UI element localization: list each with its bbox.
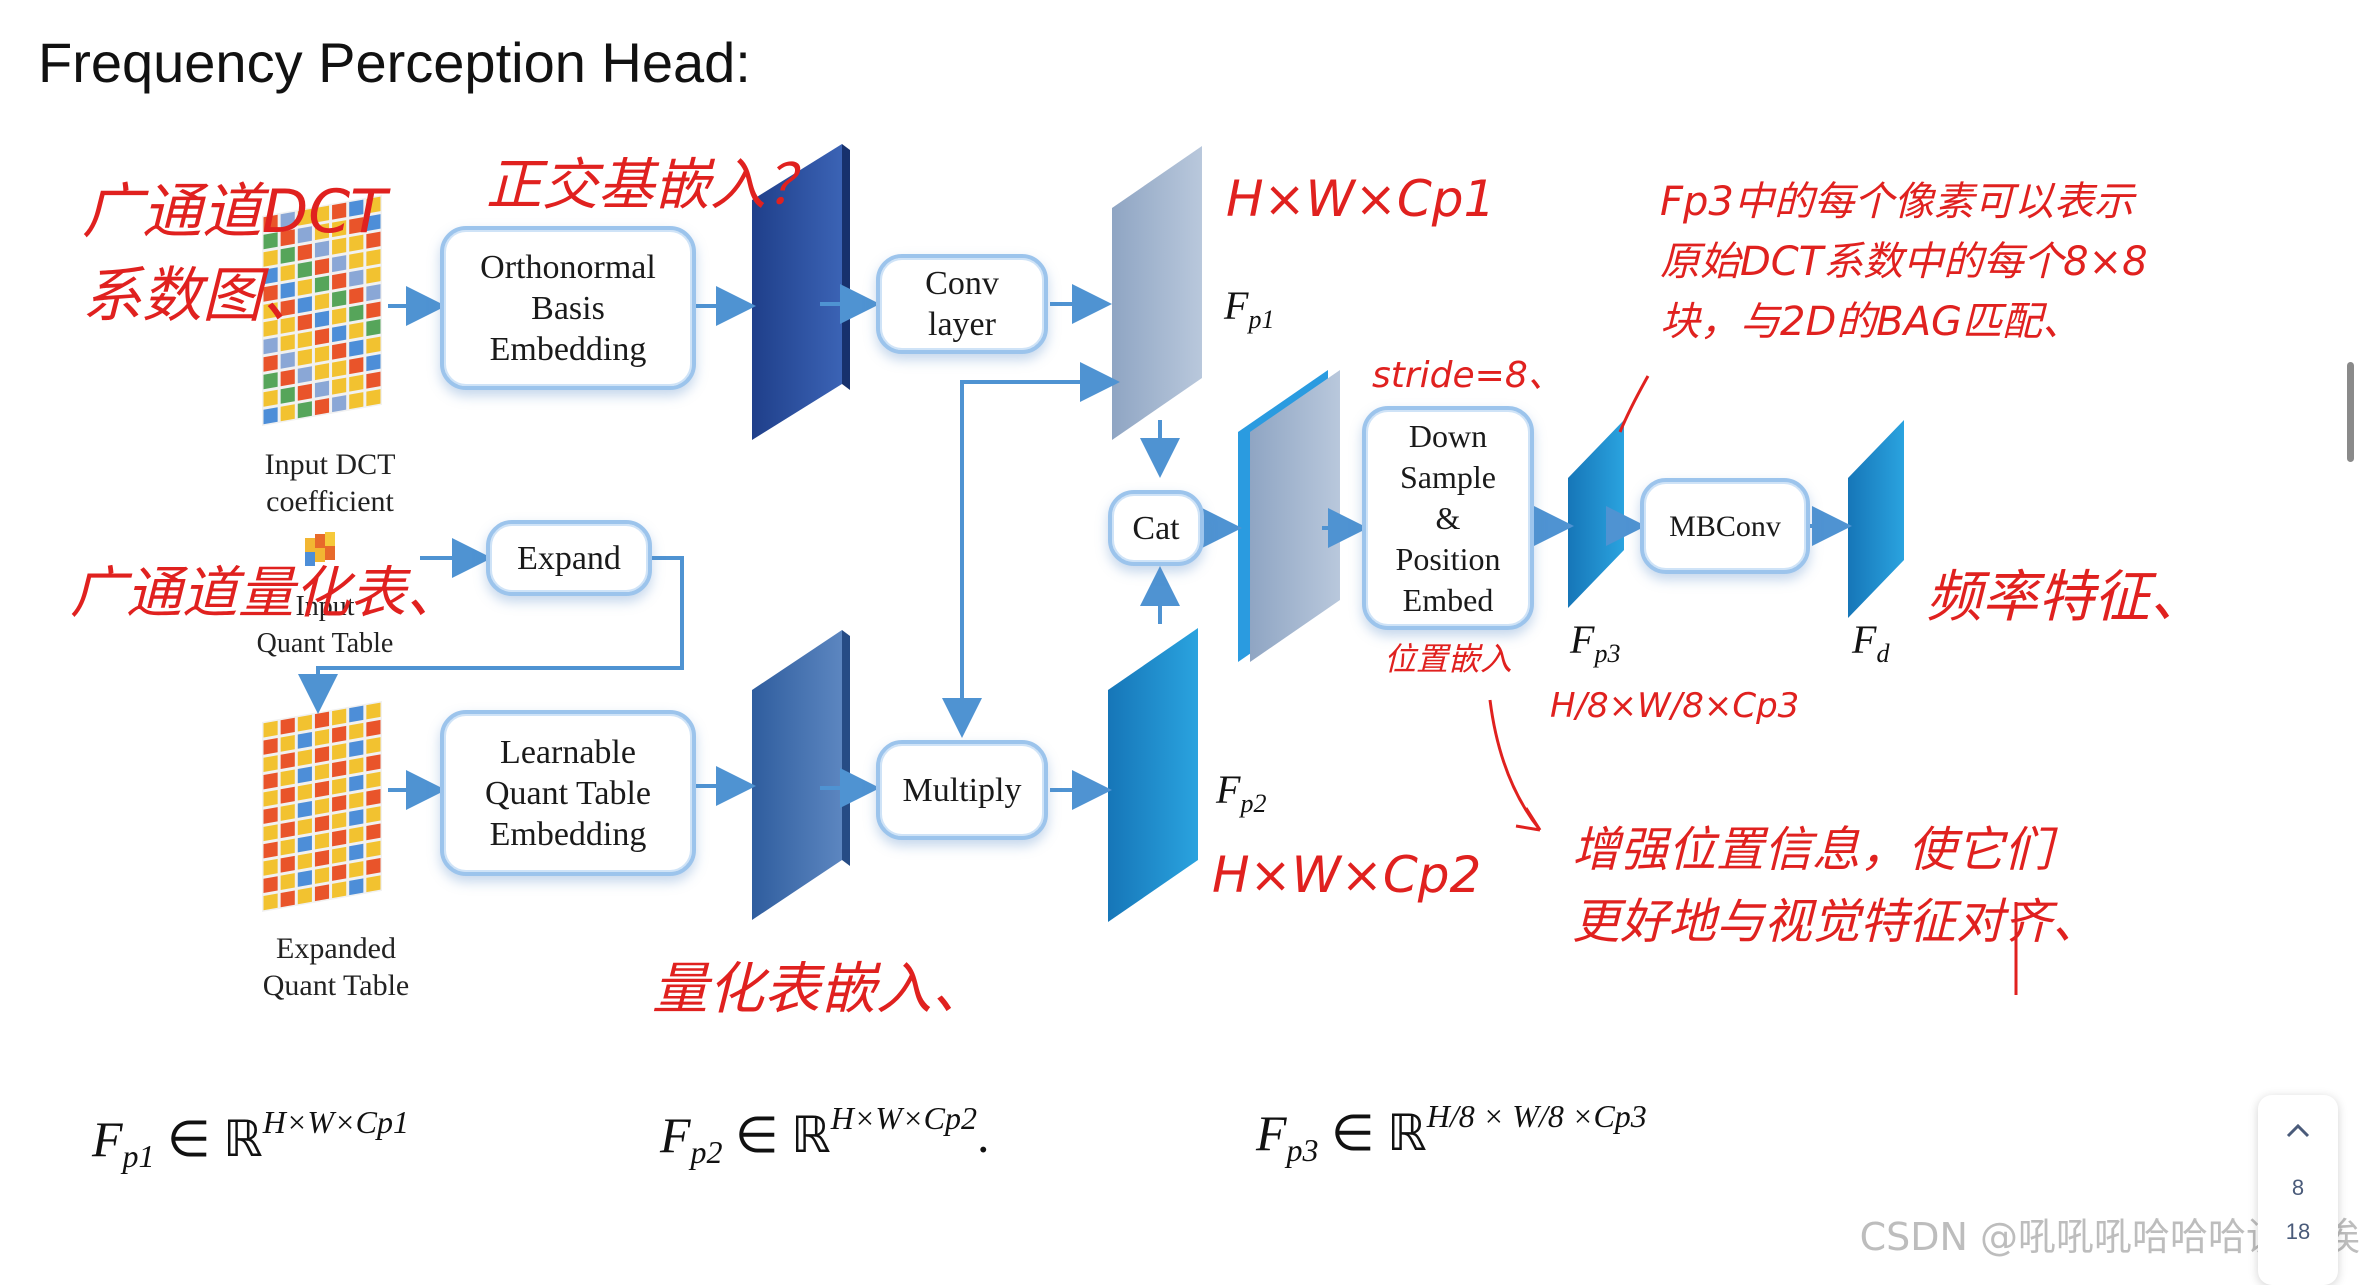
expand-box[interactable]: Expand [486, 520, 652, 596]
annotation-ortho-embed: 正交基嵌入？ [486, 153, 822, 218]
expanded-quant-label: Expanded Quant Table [262, 932, 410, 1002]
chevron-up-icon[interactable] [2276, 1109, 2320, 1153]
mbconv-box[interactable]: MBConv [1640, 478, 1810, 574]
feature-slab-fp2 [1108, 628, 1198, 922]
conv-layer-box[interactable]: Conv layer [876, 254, 1048, 354]
annotation-frequency-feature: 频率特征、 [1926, 565, 2206, 630]
annotation-quant-embed: 量化表嵌入、 [652, 957, 988, 1022]
input-quant-label: Input Quant Table [256, 591, 394, 659]
page-navigator: 8 18 [2258, 1095, 2338, 1285]
feature-slab-fp1 [1112, 146, 1202, 440]
feature-slab-quant [752, 630, 850, 920]
feature-slab-ortho [752, 144, 850, 440]
annotation-position-embed: 位置嵌入 [1384, 640, 1513, 678]
annotation-fp2-dim: H×W×Cp2 [1212, 846, 1482, 904]
current-page: 8 [2291, 1175, 2305, 1200]
formula-fp1: Fp1 ∈ ℝH×W×Cp1 [92, 1104, 409, 1174]
annotation-enhance-position: 增强位置信息，使它们 更好地与视觉特征对齐、 [1572, 822, 2101, 950]
down-sample-position-embed-box[interactable]: Down Sample & Position Embed [1362, 406, 1534, 630]
input-dct-label: Input DCT coefficient [264, 448, 396, 518]
handwriting-strokes [1488, 375, 2018, 995]
flow-arrows [298, 284, 1852, 810]
fp3-symbol: Fp3 [1570, 617, 1621, 668]
multiply-box[interactable]: Multiply [876, 740, 1048, 840]
scrollbar-thumb[interactable] [2347, 362, 2354, 462]
cat-box[interactable]: Cat [1108, 490, 1204, 566]
formula-fp3: Fp3 ∈ ℝH/8 × W/8 ×Cp3 [1256, 1098, 1647, 1168]
fp1-symbol: Fp1 [1224, 283, 1275, 334]
page-title: Frequency Perception Head: [38, 31, 751, 94]
orthonormal-basis-embedding-box[interactable]: Orthonormal Basis Embedding [440, 226, 696, 390]
annotation-fp1-dim: H×W×Cp1 [1226, 170, 1496, 228]
annotation-fp3-note: Fp3中的每个像素可以表示 原始DCT系数中的每个8×8 块，与2D的BAG匹配… [1660, 179, 2148, 345]
formula-fp2: Fp2 ∈ ℝH×W×Cp2. [660, 1100, 990, 1170]
learnable-quant-table-embedding-box[interactable]: Learnable Quant Table Embedding [440, 710, 696, 876]
annotation-stride: stride=8、 [1372, 355, 1564, 396]
fp2-symbol: Fp2 [1216, 767, 1267, 818]
fd-symbol: Fd [1852, 617, 1890, 668]
annotation-dct-map: 广通道DCT 系数图、 [82, 177, 387, 331]
total-pages: 18 [2285, 1219, 2311, 1244]
annotation-fp3-dim: H/8×W/8×Cp3 [1550, 686, 1800, 726]
feature-slab-fd [1848, 420, 1904, 618]
feature-slab-cat [1238, 370, 1340, 662]
feature-slab-fp3 [1568, 420, 1624, 608]
dct-coefficient-grid [262, 194, 382, 426]
input-quant-table-icon [305, 532, 335, 566]
expanded-quant-grid [262, 700, 382, 912]
annotation-quant-table: 广通道量化表、 [70, 561, 462, 626]
